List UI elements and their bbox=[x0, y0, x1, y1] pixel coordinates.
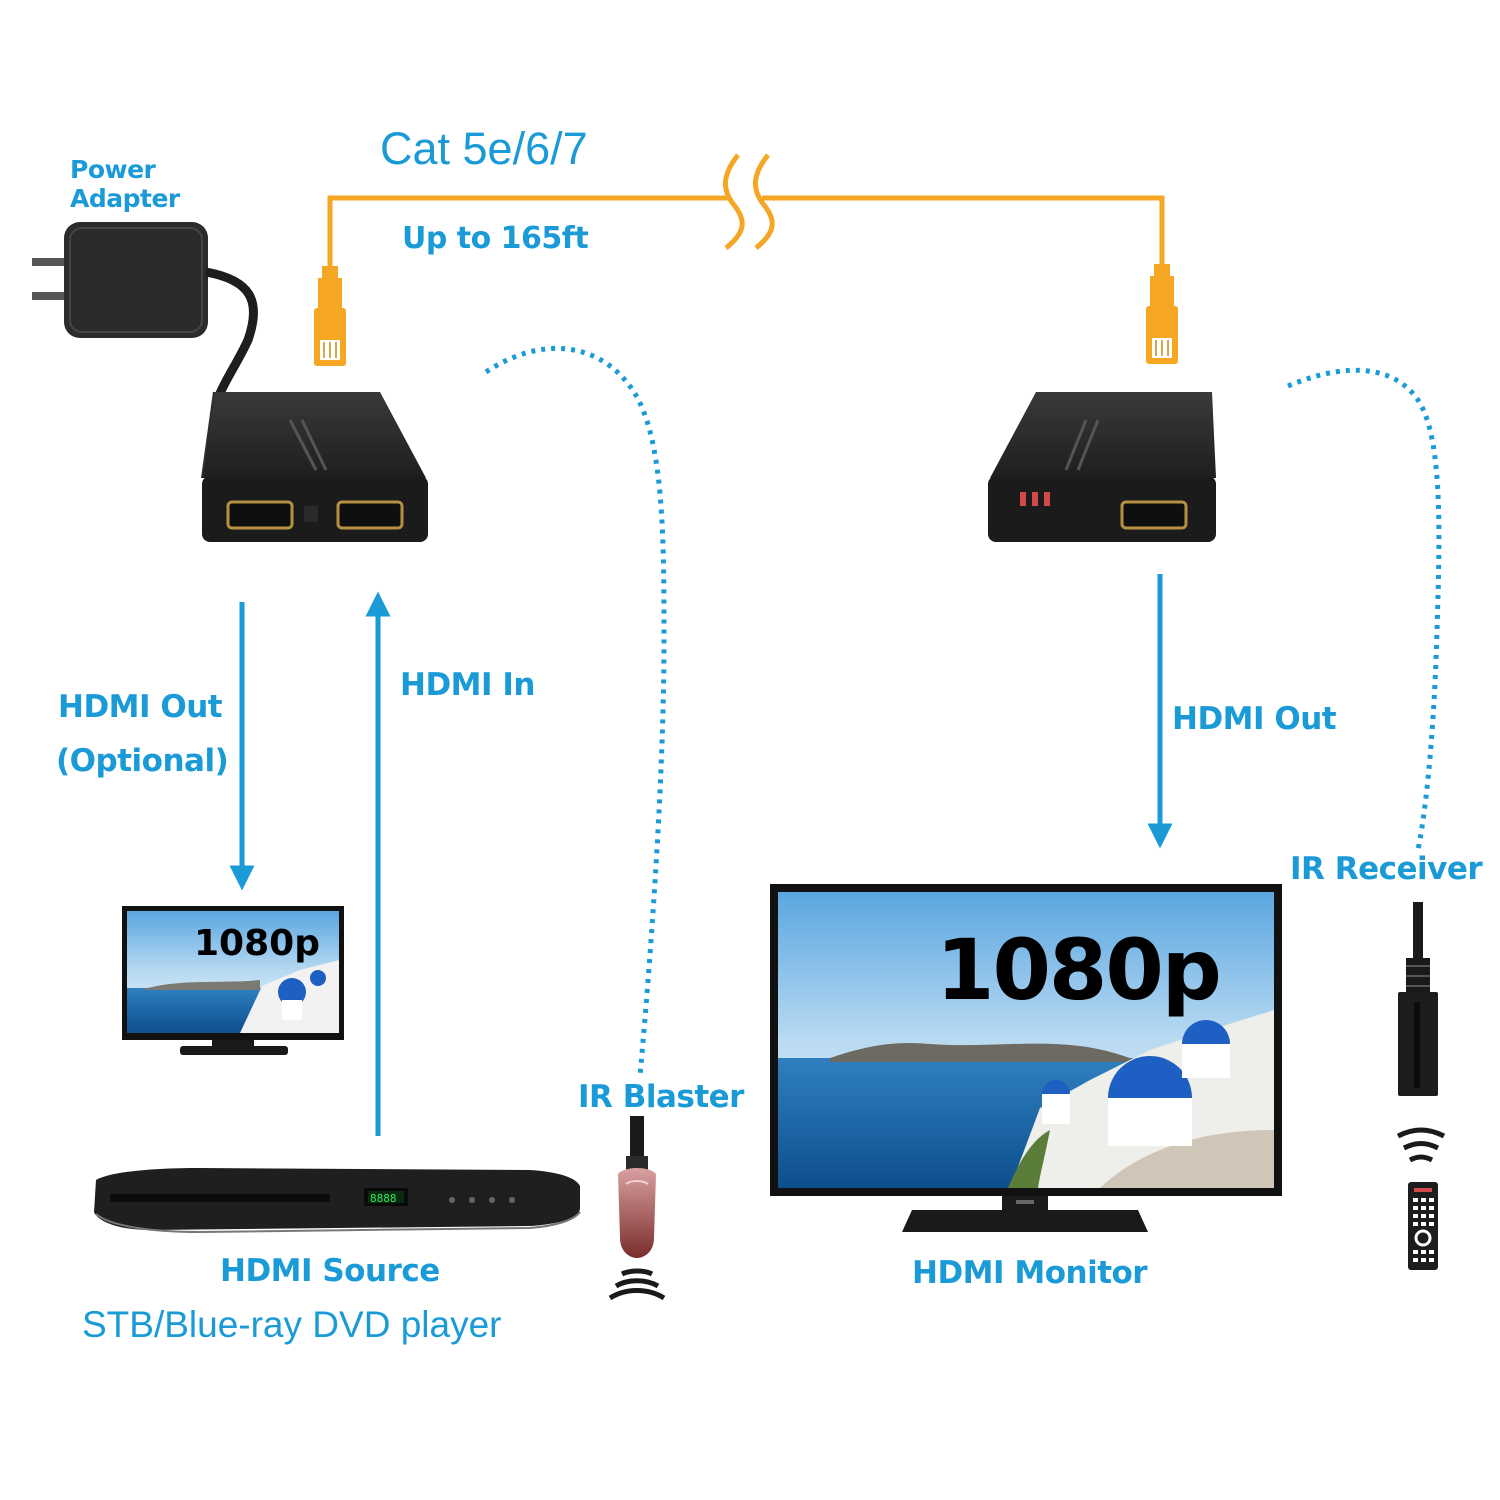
small-tv-resolution: 1080p bbox=[194, 923, 320, 964]
hdmi-source-subtitle: STB/Blue-ray DVD player bbox=[82, 1304, 502, 1345]
rx-hdmi-out-label: HDMI Out bbox=[1172, 701, 1337, 737]
hdmi-monitor-label: HDMI Monitor bbox=[912, 1255, 1148, 1291]
power-adapter-label-line1: Power bbox=[70, 155, 156, 184]
cable-break-icon bbox=[723, 153, 775, 250]
svg-text:8888: 8888 bbox=[370, 1192, 397, 1205]
rj45-plug-icon bbox=[1146, 264, 1178, 364]
wireless-signal-icon bbox=[1396, 1127, 1446, 1163]
remote-control-icon bbox=[1408, 1182, 1438, 1270]
tx-hdmi-in-label: HDMI In bbox=[400, 667, 535, 703]
cat-cable bbox=[327, 195, 1165, 270]
hdmi-extender-tx-icon bbox=[201, 391, 428, 542]
signal-arrows bbox=[229, 574, 1173, 1136]
tx-hdmi-out-optional-label: (Optional) bbox=[56, 743, 229, 779]
hdmi-source-label: HDMI Source bbox=[220, 1253, 440, 1289]
rj45-plug-icon bbox=[314, 266, 346, 366]
cable-type-label: Cat 5e/6/7 bbox=[380, 123, 588, 174]
ir-dotted-cables bbox=[484, 345, 1442, 1077]
large-tv-resolution: 1080p bbox=[936, 921, 1222, 1019]
tv-icon bbox=[770, 884, 1282, 1232]
ir-blaster-icon bbox=[618, 1116, 656, 1258]
ir-receiver-label: IR Receiver bbox=[1290, 851, 1483, 887]
ir-receiver-icon bbox=[1398, 902, 1438, 1096]
distance-label: Up to 165ft bbox=[402, 221, 589, 256]
hdmi-extender-rx-icon bbox=[988, 392, 1216, 542]
power-adapter-icon bbox=[32, 222, 259, 400]
power-adapter-label-line2: Adapter bbox=[70, 184, 180, 213]
bluray-player-icon: 8888 bbox=[94, 1168, 581, 1234]
tv-icon bbox=[122, 906, 344, 1055]
wireless-signal-icon bbox=[608, 1268, 666, 1301]
ir-blaster-label: IR Blaster bbox=[578, 1079, 744, 1115]
tx-hdmi-out-label: HDMI Out bbox=[58, 689, 223, 725]
